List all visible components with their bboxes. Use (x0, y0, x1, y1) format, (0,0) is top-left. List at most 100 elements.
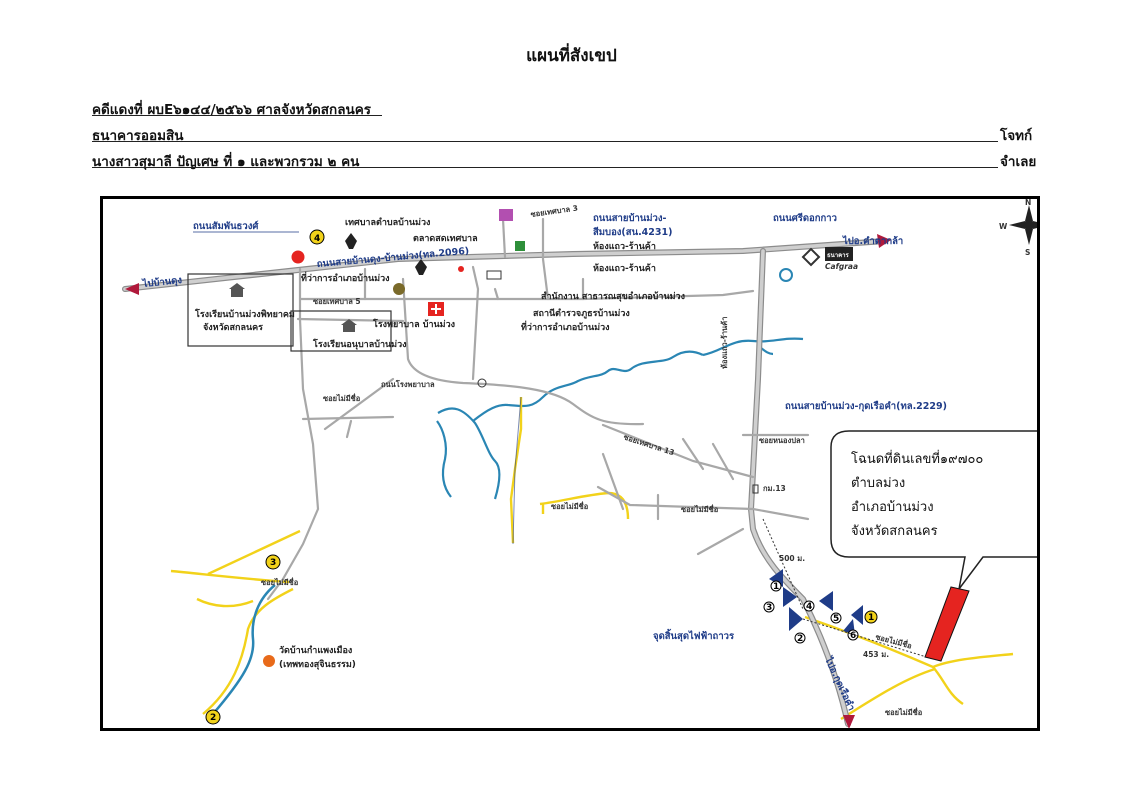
case-line: คดีแดงที่ ผบE๖๑๔๔/๒๕๖๖ ศาลจังหวัดสกลนคร (92, 98, 371, 120)
road-yellow-vertical (512, 396, 522, 545)
label-soi-3: ซอยเทศบาล 3 (530, 203, 578, 219)
police-icon (393, 283, 405, 295)
secondary-roads (266, 217, 810, 601)
label-district-office-2: ที่ว่าการอำเภอบ้านม่วง (521, 320, 610, 333)
health-dot-icon (458, 266, 464, 272)
label-to-ban-dung: ไปบ้านดุง (141, 274, 183, 290)
callout-line-3: อำเภอบ้านม่วง (851, 500, 934, 515)
label-health-office: สำนักงาน สาธารณสุขอำเภอบ้านม่วง (541, 291, 685, 302)
court-name: ศาลจังหวัดสกลนคร (256, 102, 372, 118)
svg-text:N: N (1025, 199, 1031, 207)
distance-line-453 (802, 618, 934, 660)
river (436, 337, 804, 500)
svg-text:4: 4 (314, 234, 320, 244)
health-office-box (486, 270, 502, 280)
svg-text:5: 5 (833, 614, 839, 624)
page-title: แผนที่สังเขป (526, 46, 617, 66)
label-to-kham-tak-kla: ไปอ.คำตากล้า (842, 235, 903, 247)
label-huai-kae: ห้องแถว-ร้านค้า (720, 317, 729, 369)
callout-line-1: โฉนดที่ดินเลขที่๑๙๗๐๐ (851, 450, 983, 467)
distance-line-500 (762, 518, 804, 610)
svg-text:2: 2 (210, 713, 216, 723)
svg-text:3: 3 (270, 558, 276, 568)
km-post-icon (752, 484, 759, 494)
case-underline (92, 115, 382, 116)
market-icon (499, 209, 513, 221)
svg-text:3: 3 (766, 603, 772, 613)
bank-logo-icon (825, 247, 853, 261)
compass-icon: N S W E (999, 199, 1037, 257)
school-2-compound (290, 310, 392, 352)
label-shophouse-1: ห้องแถว-ร้านค้า (593, 241, 656, 252)
label-power-pole: จุดสิ้นสุดไฟฟ้าถาวร (653, 628, 735, 642)
label-ban-muang-sim: ถนนสายบ้านม่วง- (593, 212, 667, 224)
svg-text:1: 1 (773, 582, 779, 592)
government-icon (345, 233, 427, 275)
label-soi-noname-6: ซอยไม่มีชื่อ (885, 706, 922, 717)
defendant-name: นางสาวสุมาลี ปัญเศษ ที่ ๑ และพวกรวม ๒ คน (92, 154, 360, 170)
defendant-role: จำเลย (1000, 154, 1037, 170)
plaintiff-role: โจทก์ (1000, 128, 1033, 144)
plaintiff-name: ธนาคารออมสิน (92, 128, 184, 144)
marker-circle-icon (477, 378, 487, 388)
label-hospital: โรงพยาบาล บ้านม่วง (372, 318, 455, 330)
label-soi-noname-3: ซอยไม่มีชื่อ (681, 503, 718, 514)
label-sri-dok-kaew: ถนนศรีดอกกาว (773, 212, 837, 224)
plaintiff-underline (92, 141, 998, 142)
shell-gas-icon (290, 249, 306, 265)
label-soi-noname-2: ซอยไม่มีชื่อ (551, 500, 588, 511)
sketch-map: ธนาคาร Cafgraa N S W E 1 3 4 5 2 6 1 4 3… (100, 196, 1040, 731)
route-markers: 1 3 4 5 2 6 1 4 3 2 (205, 229, 878, 725)
svg-text:2: 2 (797, 634, 803, 644)
label-soi-noname-1: ซอยไม่มีชื่อ (323, 392, 360, 403)
road-blue-temple (212, 584, 276, 715)
case-number: ผบE๖๑๔๔/๒๕๖๖ (147, 102, 252, 118)
school-icon (229, 283, 357, 332)
label-soi-5: ซอยเทศบาล 5 (313, 297, 361, 306)
callout-line-4: จังหวัดสกลนคร (851, 524, 938, 539)
label-police: สถานีตำรวจภูธรบ้านม่วง (533, 308, 630, 319)
label-samphanthawong: ถนนสัมพันธวงศ์ (193, 220, 259, 232)
arrow-right-icon (877, 234, 891, 248)
soi-roads (170, 397, 1014, 721)
seven-eleven-icon (515, 241, 525, 251)
label-temple-1: วัดบ้านกำแพงเมือง (279, 644, 352, 656)
defendant-underline (92, 167, 998, 168)
hospital-cross-icon (431, 304, 441, 314)
svg-text:W: W (999, 222, 1008, 231)
svg-text:S: S (1025, 248, 1030, 257)
label-school-1b: จังหวัดสกลนคร (203, 322, 263, 333)
main-roads (122, 238, 888, 727)
label-soi-nong-pho: ซอยหนองปลา (759, 436, 805, 445)
label-shophouse-2: ห้องแถว-ร้านค้า (593, 263, 656, 274)
brand-text: Cafgraa (825, 262, 858, 271)
case-label: คดีแดงที่ (92, 102, 143, 118)
bank-logo-text: ธนาคาร (827, 252, 850, 259)
label-kut-ruea-kham-road: ถนนสายบ้านม่วง-กุดเรือคำ(ทล.2229) (785, 400, 947, 412)
callout-line-2: ตำบลม่วง (851, 476, 905, 491)
callout-bubble (830, 430, 1037, 590)
label-market: ตลาดสดเทศบาล (413, 234, 478, 244)
label-temple-2: (เทพทองสุจินธรรม) (279, 659, 356, 670)
label-dist-500: 500 ม. (779, 554, 805, 563)
label-school-2: โรงเรียนอนุบาลบ้านม่วง (312, 338, 407, 350)
label-soi-13: ซอยเทศบาล 13 (622, 432, 675, 457)
label-dist-453: 453 ม. (863, 650, 889, 659)
label-tessaban: เทศบาลตำบลบ้านม่วง (345, 217, 430, 228)
arrow-left-icon (125, 283, 139, 295)
label-hospital-road: ถนนโรงพยาบาล (381, 379, 435, 389)
pump-icon (779, 268, 793, 282)
label-district-office: ที่ว่าการอำเภอบ้านม่วง (301, 271, 390, 284)
school-compound (187, 273, 294, 347)
label-main-road: ถนนสายบ้านดุง-บ้านม่วง(ทล.2096) (316, 245, 469, 270)
ptt-icon (801, 247, 821, 267)
label-soi-noname-5: ซอยไม่มีชื่อ (874, 630, 913, 650)
svg-text:6: 6 (850, 631, 856, 641)
temple-icon (263, 655, 275, 667)
subject-plot (924, 586, 970, 662)
svg-text:4: 4 (806, 602, 812, 612)
label-sim-bong: สีมบอง(สน.4231) (593, 226, 673, 238)
label-school-1: โรงเรียนบ้านม่วงพิทยาคม (194, 308, 295, 320)
label-soi-noname-4: ซอยไม่มีชื่อ (261, 576, 298, 587)
label-km13: กม.13 (763, 484, 786, 493)
